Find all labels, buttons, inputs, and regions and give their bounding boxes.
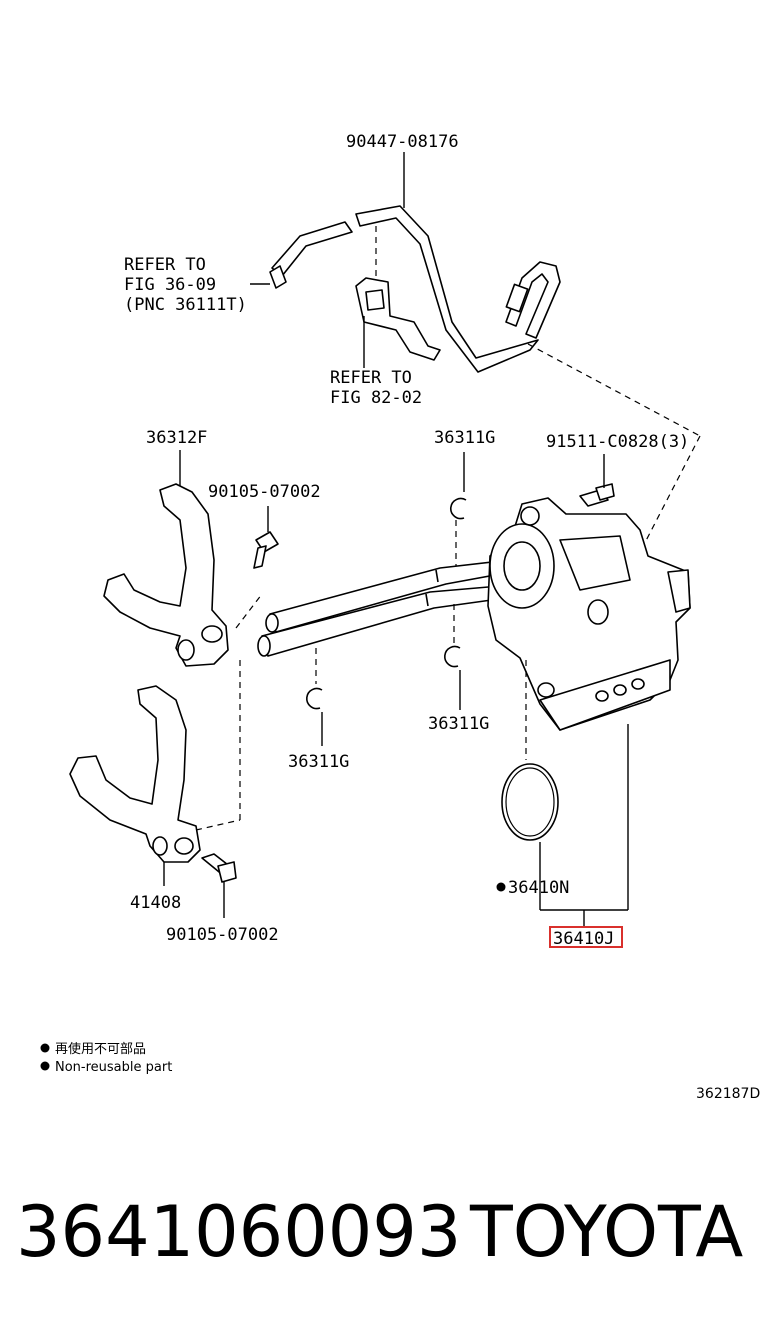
legend-jp: 再使用不可部品 bbox=[55, 1041, 146, 1057]
label-ring-left: 36311G bbox=[288, 752, 349, 772]
non-reusable-dot bbox=[496, 882, 506, 892]
label-refer-82-line1: REFER TO bbox=[330, 368, 412, 388]
dash-hose-to-housing bbox=[527, 343, 701, 437]
label-fork-top: 36312F bbox=[146, 428, 207, 448]
label-bolt-top: 90105-07002 bbox=[208, 482, 321, 502]
hose-clamp bbox=[355, 277, 441, 361]
snap-ring-right bbox=[444, 645, 461, 668]
footer-part-number: 3641060093 bbox=[16, 1191, 461, 1273]
label-ring-right: 36311G bbox=[428, 714, 489, 734]
label-oring: 36410N bbox=[508, 878, 569, 898]
label-refer-36-line3: (PNC 36111T) bbox=[124, 295, 247, 315]
dash-fork-top bbox=[235, 593, 263, 629]
breather-hose bbox=[269, 205, 561, 373]
snap-ring-top bbox=[450, 497, 467, 520]
housing-bolt bbox=[579, 483, 615, 507]
dash-fork-bottom bbox=[195, 819, 241, 831]
footer-brand: TOYOTA bbox=[469, 1191, 743, 1273]
assembly-bracket bbox=[539, 724, 629, 928]
label-refer-82-line2: FIG 82-02 bbox=[330, 388, 422, 408]
dash-housing-bolt bbox=[635, 435, 701, 561]
o-ring bbox=[501, 763, 559, 841]
legend-dot-jp bbox=[40, 1043, 50, 1053]
snap-ring-left bbox=[306, 687, 323, 710]
label-ring-top: 36311G bbox=[434, 428, 495, 448]
shift-housing bbox=[487, 497, 691, 731]
figure-code: 362187D bbox=[696, 1086, 760, 1102]
shift-fork-top bbox=[103, 483, 229, 667]
highlight-box bbox=[549, 926, 623, 948]
bolt-top bbox=[253, 531, 279, 569]
label-refer-36-line2: FIG 36-09 bbox=[124, 275, 216, 295]
label-hose-part: 90447-08176 bbox=[346, 132, 459, 152]
legend-dot-en bbox=[40, 1061, 50, 1071]
label-fork-bottom: 41408 bbox=[130, 893, 181, 913]
legend-en: Non-reusable part bbox=[55, 1060, 172, 1075]
shift-rails bbox=[257, 559, 523, 657]
label-bolt-bottom: 90105-07002 bbox=[166, 925, 279, 945]
label-assembly[interactable]: 36410J bbox=[553, 929, 614, 949]
label-refer-36-line1: REFER TO bbox=[124, 255, 206, 275]
shift-fork-bottom bbox=[69, 685, 201, 863]
label-housing-bolt: 91511-C0828(3) bbox=[546, 432, 689, 452]
bolt-bottom bbox=[201, 853, 237, 883]
